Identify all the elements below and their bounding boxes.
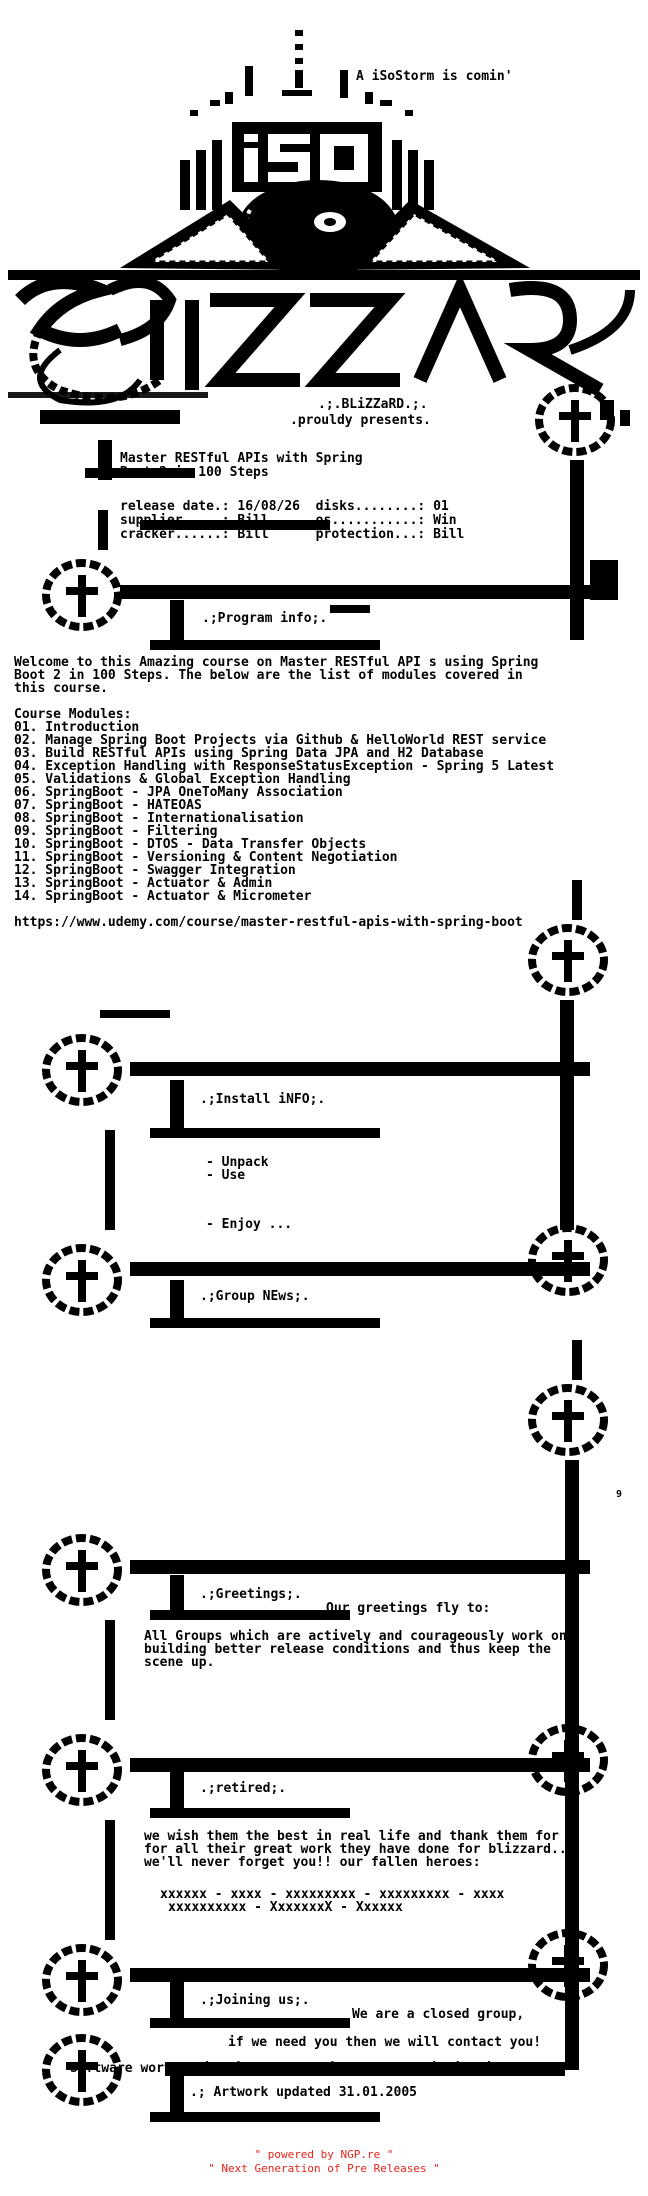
header-art xyxy=(8,30,640,424)
module-item: 05. Validations & Global Exception Handl… xyxy=(14,772,351,787)
cross-emblem-icon xyxy=(46,388,630,650)
module-item: 06. SpringBoot - JPA OneToMany Associati… xyxy=(14,785,343,800)
retired-line: we wish them the best in real life and t… xyxy=(144,1829,559,1844)
section-group-news: .;Group NEws;. xyxy=(200,1289,310,1304)
install-step: - Use xyxy=(206,1168,246,1183)
modules-heading: Course Modules: xyxy=(14,707,132,722)
program-intro-line: this course. xyxy=(14,681,108,696)
heroes-line: xxxxxx - xxxx - xxxxxxxxx - xxxxxxxxx - … xyxy=(160,1887,505,1902)
greetings-line: scene up. xyxy=(144,1655,215,1670)
module-item: 01. Introduction xyxy=(14,720,140,735)
module-item: 04. Exception Handling with ResponseStat… xyxy=(14,759,555,774)
section-greetings: .;Greetings;. xyxy=(200,1587,302,1602)
footer-tagline: " Next Generation of Pre Releases " xyxy=(208,2162,440,2175)
greetings-lead: Our greetings fly to: xyxy=(326,1601,491,1616)
greetings-line: building better release conditions and t… xyxy=(144,1642,551,1657)
side-mark: 9 xyxy=(616,1489,623,1500)
module-item: 12. SpringBoot - Swagger Integration xyxy=(14,863,296,878)
group-name: .;.BLiZZaRD.;. xyxy=(318,397,428,412)
program-intro-line: Boot 2 in 100 Steps. The below are the l… xyxy=(14,668,523,683)
joining-line: Software worth using is worth buying.. k… xyxy=(70,2061,517,2076)
course-url[interactable]: https://www.udemy.com/course/master-rest… xyxy=(14,915,523,930)
install-enjoy: - Enjoy ... xyxy=(206,1217,293,1232)
install-step: - Unpack xyxy=(206,1155,269,1170)
release-title-line1: Master RESTful APIs with Spring xyxy=(120,451,363,466)
release-title-line2: Boot 2 in 100 Steps xyxy=(120,465,269,480)
section-retired: .;retired;. xyxy=(200,1781,287,1796)
module-item: 14. SpringBoot - Actuator & Micrometer xyxy=(14,889,312,904)
module-item: 11. SpringBoot - Versioning & Content Ne… xyxy=(14,850,398,865)
module-item: 03. Build RESTful APIs using Spring Data… xyxy=(14,746,484,761)
artwork-credit: .; Artwork updated 31.01.2005 xyxy=(190,2085,417,2100)
module-item: 13. SpringBoot - Actuator & Admin xyxy=(14,876,273,891)
module-item: 08. SpringBoot - Internationalisation xyxy=(14,811,304,826)
module-item: 09. SpringBoot - Filtering xyxy=(14,824,218,839)
retired-line: for all their great work they have done … xyxy=(144,1842,575,1857)
teaser-text: A iSoStorm is comin' xyxy=(356,69,513,84)
presents-text: .prouldy presents. xyxy=(290,413,431,428)
greetings-line: All Groups which are actively and courag… xyxy=(144,1629,567,1644)
module-item: 02. Manage Spring Boot Projects via Gith… xyxy=(14,733,547,748)
release-row: cracker......: Bill protection...: Bill xyxy=(120,527,465,542)
module-item: 07. SpringBoot - HATEOAS xyxy=(14,798,202,813)
release-row: release date.: 16/08/26 disks........: 0… xyxy=(120,499,449,514)
module-item: 10. SpringBoot - DTOS - Data Transfer Ob… xyxy=(14,837,367,852)
section-install-info: .;Install iNFO;. xyxy=(200,1092,326,1107)
heroes-line: xxxxxxxxxx - XxxxxxxX - Xxxxxx xyxy=(168,1900,403,1915)
section-program-info: .;Program info;. xyxy=(202,611,328,626)
cross-emblem-icon xyxy=(46,1340,604,2122)
release-row: supplier.....: Bill os...........: Win xyxy=(120,513,457,528)
program-intro-line: Welcome to this Amazing course on Master… xyxy=(14,655,539,670)
footer-powered-by: " powered by NGP.re " xyxy=(254,2148,394,2161)
joining-line: We are a closed group, xyxy=(352,2007,525,2022)
retired-line: we'll never forget you!! our fallen hero… xyxy=(144,1855,481,1870)
cross-emblem-icon xyxy=(46,880,604,1328)
joining-line: if we need you then we will contact you! xyxy=(228,2035,542,2050)
section-joining: .;Joining us;. xyxy=(200,1993,310,2008)
